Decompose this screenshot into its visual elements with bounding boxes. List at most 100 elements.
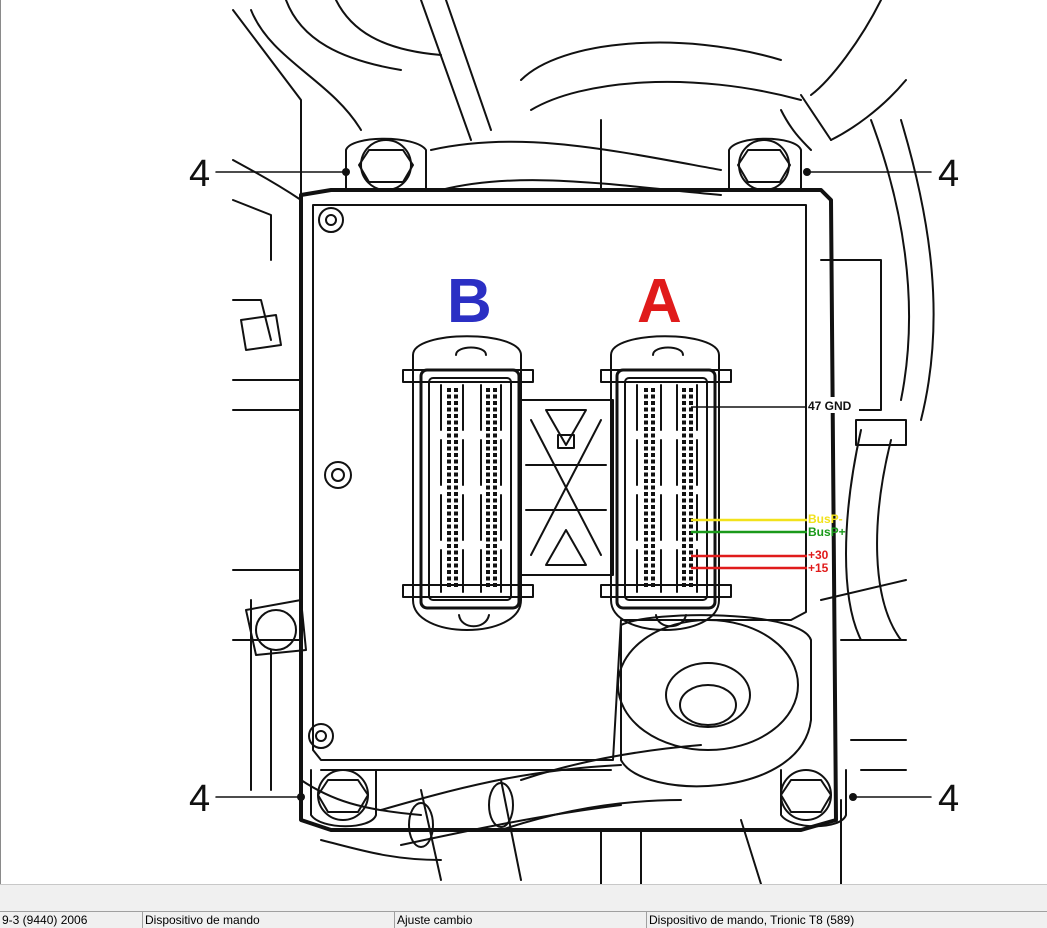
pin-dot: [486, 472, 490, 477]
callout-dot: [849, 793, 857, 801]
pin-dot: [454, 407, 458, 412]
pin-dot: [454, 524, 458, 529]
pin-dot: [682, 440, 686, 444]
pin-dot: [454, 433, 458, 438]
pin-dots-b: [447, 388, 497, 587]
pin-dot: [644, 531, 648, 535]
connector-a-label: A: [637, 267, 682, 336]
pin-dot: [644, 518, 648, 522]
callout-number: 4: [189, 153, 210, 195]
pin-dot: [651, 427, 655, 431]
pin-dot: [447, 511, 451, 516]
pin-dot: [454, 492, 458, 496]
pin-dot: [493, 550, 497, 555]
pin-dot: [486, 433, 490, 438]
pin-dot: [682, 407, 686, 412]
pin-dot: [447, 479, 451, 483]
pin-dot: [682, 563, 686, 568]
status-cell-procedure: Ajuste cambio: [395, 912, 647, 928]
pin-dot: [493, 505, 497, 509]
pin-dot: [682, 414, 686, 418]
pin-dot: [486, 485, 490, 490]
pin-dot: [682, 576, 686, 581]
background-engine-parts: [232, 0, 935, 884]
pin-dot: [486, 492, 490, 496]
pin-dot: [644, 563, 648, 568]
pin-dot: [493, 466, 497, 470]
cable-grommet: [617, 614, 812, 788]
pin-dot: [689, 557, 693, 561]
pin-dot: [447, 407, 451, 412]
pin-dot: [486, 459, 490, 464]
pin-dot: [447, 472, 451, 477]
pin-dot: [493, 446, 497, 451]
pin-dot: [454, 466, 458, 470]
pin-dot: [486, 557, 490, 561]
pin-dot: [651, 453, 655, 457]
pin-dot: [454, 414, 458, 418]
pin-dot: [486, 453, 490, 457]
pin-dot: [486, 550, 490, 555]
diagram-viewport[interactable]: 4 4 4 4 B A 47 GND BusP- BusP+ +30 +15: [0, 0, 1047, 884]
pin-dot: [689, 576, 693, 581]
pin-dots-a: [644, 388, 693, 587]
pin-dot: [682, 511, 686, 516]
pin-dot: [486, 511, 490, 516]
pin-dot: [689, 524, 693, 529]
pin-dot: [644, 446, 648, 451]
status-bar: 9-3 (9440) 2006 Dispositivo de mando Aju…: [0, 884, 1047, 928]
pin-dot: [486, 570, 490, 574]
pin-dot: [682, 420, 686, 425]
pin-dot: [486, 466, 490, 470]
pin-dot: [454, 485, 458, 490]
pin-dot: [644, 505, 648, 509]
pin-dot: [454, 401, 458, 405]
callout-dot: [342, 168, 350, 176]
pin-dot: [493, 414, 497, 418]
pin-dot: [644, 583, 648, 587]
pin-dot: [493, 498, 497, 503]
pin-dot: [689, 414, 693, 418]
pin-dot: [454, 459, 458, 464]
pin-dot: [689, 570, 693, 574]
pin-dot: [447, 394, 451, 399]
pin-dot: [689, 511, 693, 516]
pin-dot: [447, 440, 451, 444]
pin-dot: [454, 583, 458, 587]
pin-dot: [682, 498, 686, 503]
pin-dot: [486, 440, 490, 444]
pin-dot: [689, 505, 693, 509]
pin-dot: [689, 401, 693, 405]
callout-number: 4: [938, 778, 959, 820]
pin-dot: [454, 563, 458, 568]
pin-dot: [651, 472, 655, 477]
pin-dot: [493, 388, 497, 392]
pin-dot: [447, 401, 451, 405]
pin-dot: [644, 524, 648, 529]
pin-dot: [689, 459, 693, 464]
pin-dot: [682, 518, 686, 522]
pin-dot: [689, 544, 693, 548]
pin-dot: [689, 407, 693, 412]
pin-dot: [454, 505, 458, 509]
pin-dot: [493, 563, 497, 568]
mounting-bolt-top-left: [345, 137, 427, 191]
connector-bridge: [520, 399, 614, 576]
pin-dot: [651, 550, 655, 555]
pin-dot: [651, 459, 655, 464]
pin-dot: [447, 414, 451, 418]
pin-dot: [447, 466, 451, 470]
pin-dot: [454, 479, 458, 483]
busp-plus-label: BusP+: [808, 525, 846, 539]
pin-dot: [682, 446, 686, 451]
pin-dot: [486, 544, 490, 548]
pin-dot: [493, 557, 497, 561]
pin-dot: [454, 453, 458, 457]
pin-dot: [493, 531, 497, 535]
pin-dot: [651, 498, 655, 503]
pin-dot: [447, 570, 451, 574]
pin-dot: [651, 492, 655, 496]
pin-dot: [493, 511, 497, 516]
pin-dot: [682, 583, 686, 587]
pin-dot: [689, 537, 693, 542]
